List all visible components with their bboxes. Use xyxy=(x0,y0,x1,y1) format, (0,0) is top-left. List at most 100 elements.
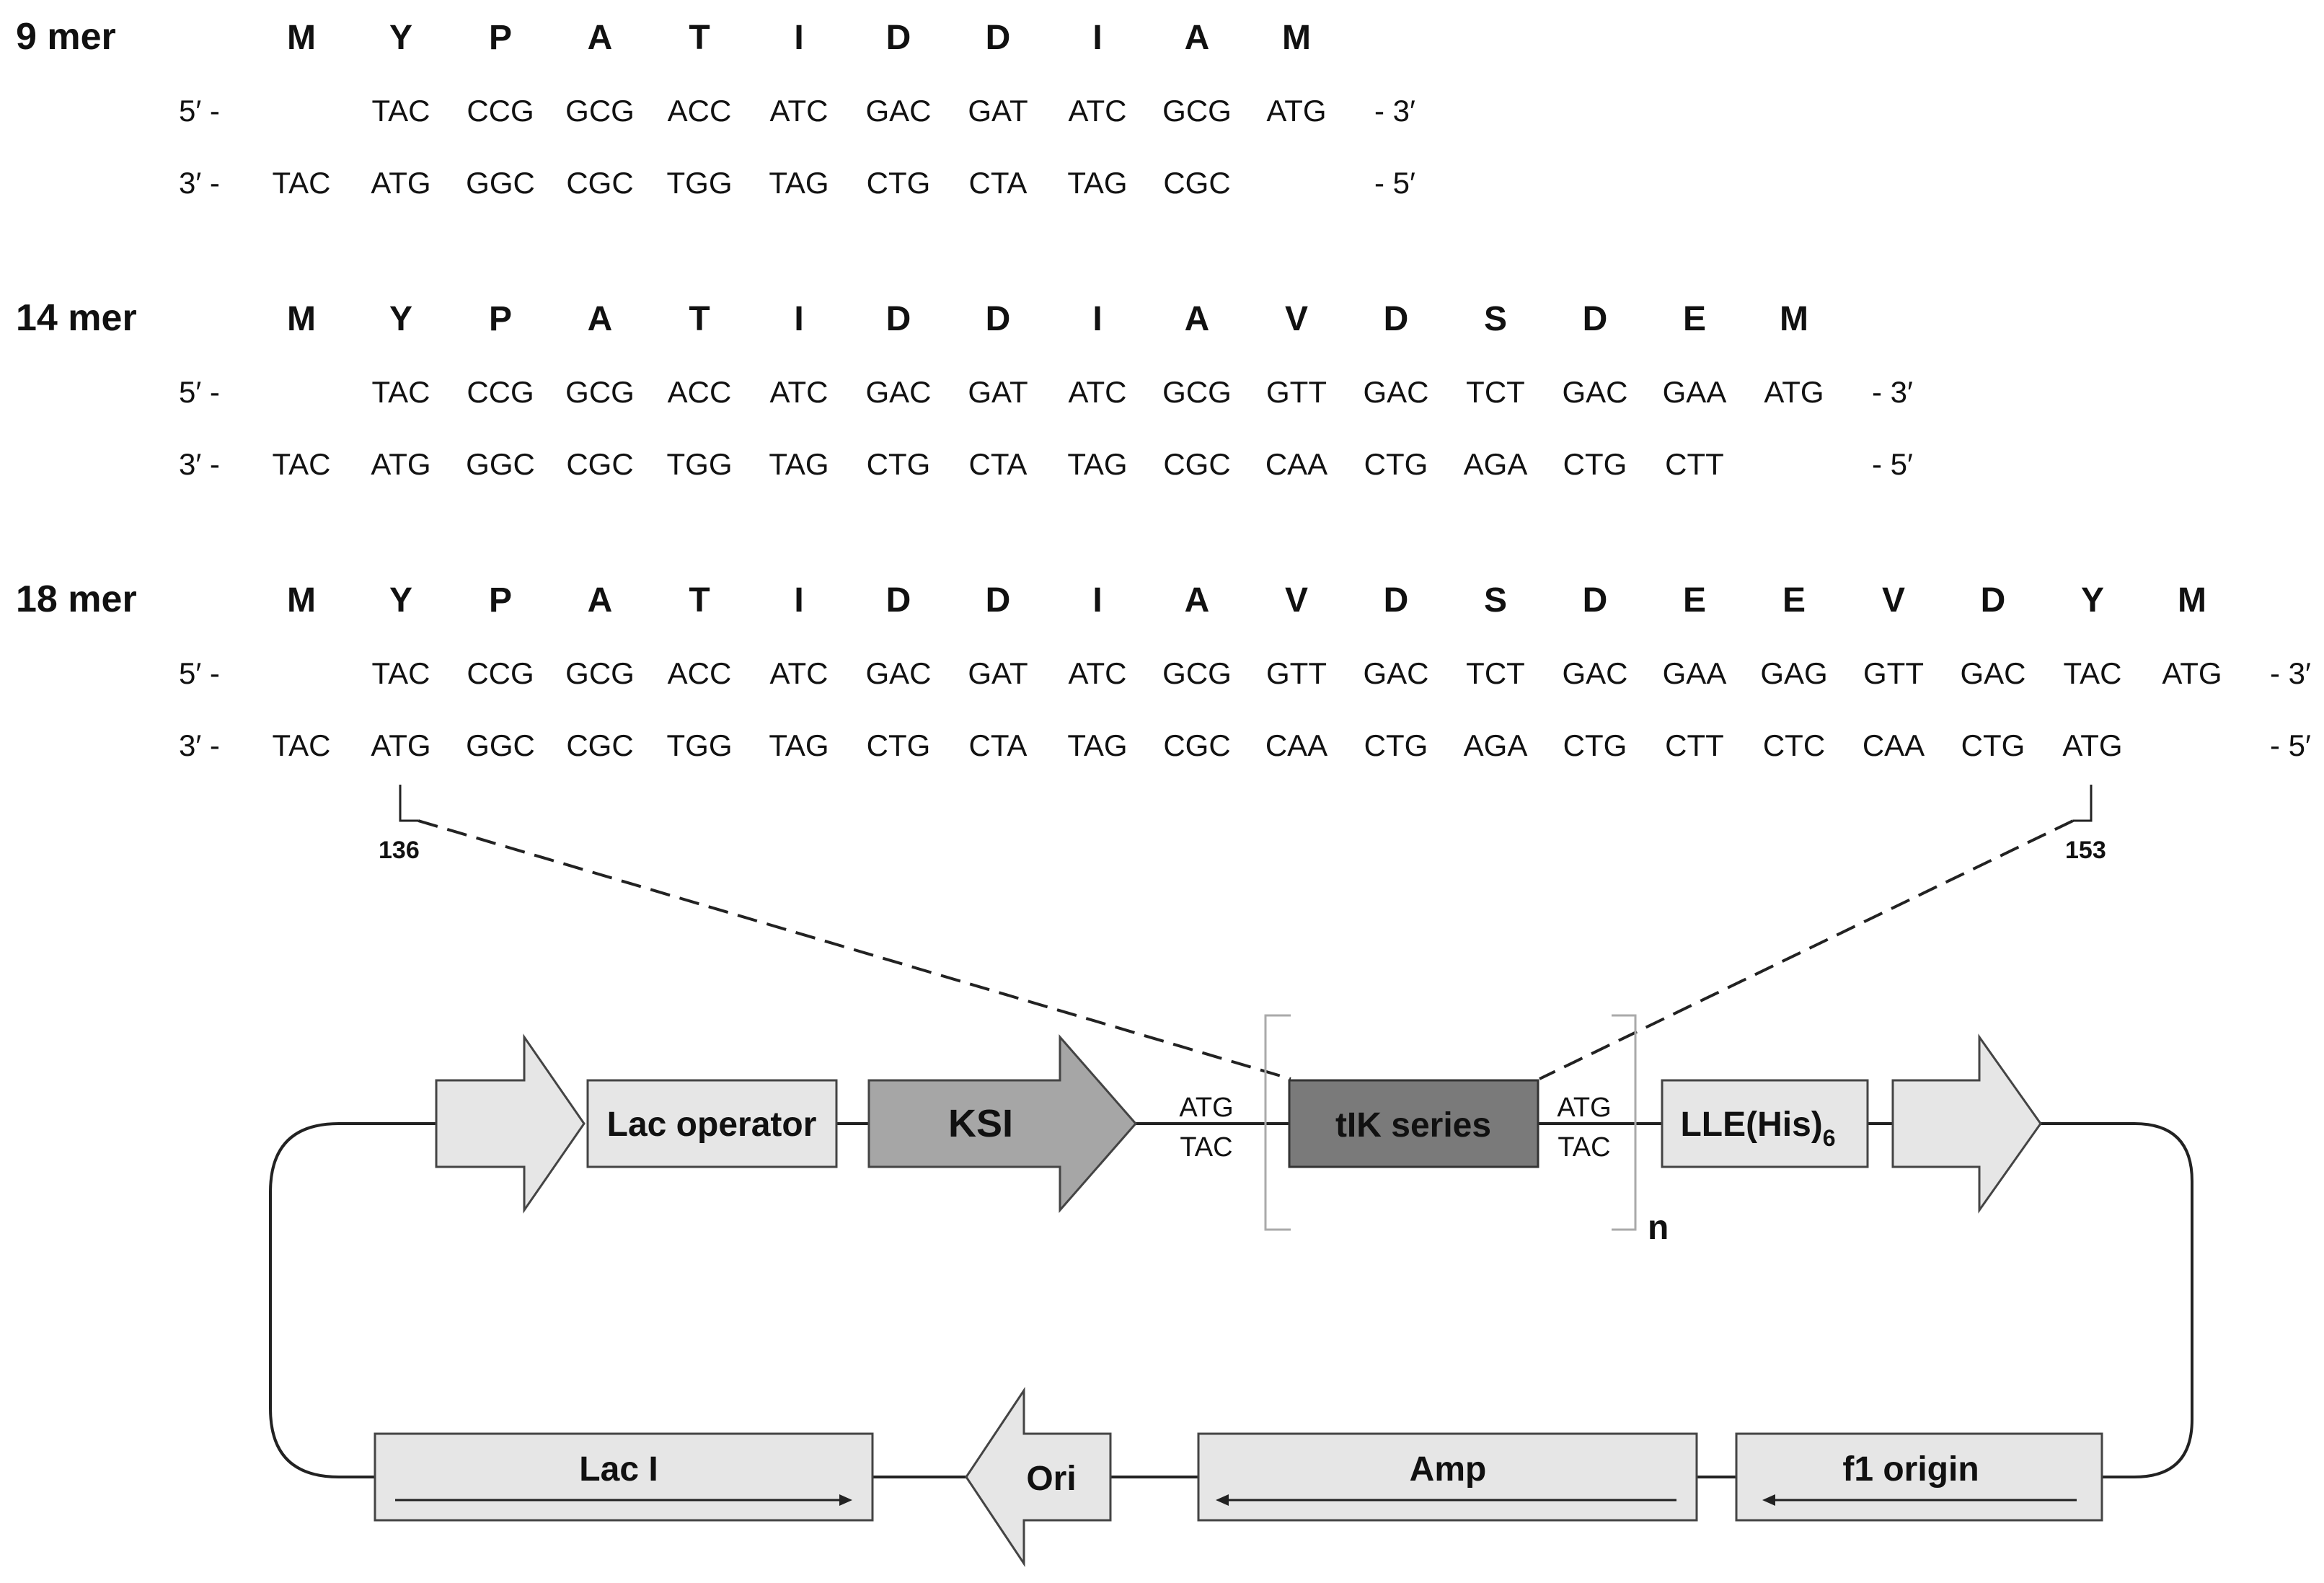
amino-acid: T xyxy=(689,19,710,57)
codon-bottom: CTG xyxy=(1364,447,1428,481)
f1-origin-box xyxy=(1735,1432,2103,1522)
junction-left-bottom: TAC xyxy=(1180,1132,1232,1163)
amino-acid: A xyxy=(1185,300,1210,338)
plasmid-backbone xyxy=(269,1122,2193,1478)
amino-acid: I xyxy=(794,581,803,619)
codon-bottom: CGC xyxy=(566,447,633,481)
codon-top: GAC xyxy=(1960,656,2025,690)
codon-top: GCG xyxy=(1162,94,1232,128)
lle-his-label: LLE(His)6 xyxy=(1680,1106,1835,1151)
codon-top: GAC xyxy=(1363,656,1428,690)
amp-box xyxy=(1197,1432,1698,1522)
codon-bottom: TAC xyxy=(273,447,331,481)
amino-acid: D xyxy=(1981,581,2006,619)
amino-acid: I xyxy=(1092,19,1102,57)
codon-top: ATG xyxy=(2162,656,2222,690)
amino-acid: A xyxy=(1185,19,1210,57)
tik-series-box xyxy=(1288,1079,1539,1168)
lac-operator-box xyxy=(586,1079,838,1168)
amp-direction-head xyxy=(1216,1494,1229,1506)
codon-top: ATC xyxy=(1069,94,1127,128)
codon-top: GAC xyxy=(1562,656,1627,690)
codon-top: GAC xyxy=(865,656,931,690)
codon-top: GAC xyxy=(1562,375,1627,409)
amino-acid: A xyxy=(588,19,613,57)
codon-bottom: CGC xyxy=(1163,166,1230,200)
amino-acid: I xyxy=(794,300,803,338)
amino-acid: M xyxy=(287,300,316,338)
codon-top: GAT xyxy=(968,656,1028,690)
amino-acid: D xyxy=(886,581,911,619)
f1-origin-direction-head xyxy=(1762,1494,1775,1506)
codon-bottom: CGC xyxy=(1163,728,1230,762)
codon-bottom: TAG xyxy=(1067,728,1127,762)
codon-top: GAT xyxy=(968,94,1028,128)
codon-bottom: CTG xyxy=(867,447,931,481)
start-dashed-line xyxy=(417,819,1291,1080)
lac-operator-label: Lac operator xyxy=(607,1106,817,1144)
insertion-markers: 136 153 xyxy=(379,785,2106,1080)
section-label: 14 mer xyxy=(16,297,137,339)
codon-top: GCG xyxy=(565,94,635,128)
codon-bottom: TAG xyxy=(1067,447,1127,481)
codon-bottom: TGG xyxy=(667,166,733,200)
amino-acid: D xyxy=(986,300,1011,338)
codon-top: TCT xyxy=(1466,656,1525,690)
repeat-bracket-left xyxy=(1264,1014,1291,1231)
ori-label: Ori xyxy=(1026,1460,1076,1498)
amino-acid: Y xyxy=(389,581,412,619)
amino-acid: I xyxy=(1092,300,1102,338)
codon-top: GTT xyxy=(1266,656,1327,690)
amino-acid: E xyxy=(1683,300,1706,338)
amino-acid: P xyxy=(489,19,512,57)
plasmid-map: Lac operator KSI ATG TAC tIK series ATG … xyxy=(269,1014,2193,1567)
codon-top: ATC xyxy=(770,375,829,409)
codon-top: ATC xyxy=(770,656,829,690)
codon-top: ATC xyxy=(1069,656,1127,690)
codon-top: TAC xyxy=(372,656,430,690)
amino-acid: T xyxy=(689,581,710,619)
amino-acid: Y xyxy=(2081,581,2104,619)
codon-bottom: CGC xyxy=(566,166,633,200)
codon-top: GAG xyxy=(1760,656,1827,690)
lac-i-box xyxy=(374,1432,874,1522)
codon-bottom: ATG xyxy=(371,728,430,762)
junction-right-top: ATG xyxy=(1557,1093,1611,1123)
amino-acid: Y xyxy=(389,300,412,338)
codon-top: GTT xyxy=(1266,375,1327,409)
amino-acid: V xyxy=(1285,581,1308,619)
strand-top-start: 5′ - xyxy=(179,375,220,409)
codon-top: TCT xyxy=(1466,375,1525,409)
strand-top-end: - 3′ xyxy=(1374,94,1415,128)
amino-acid: M xyxy=(1780,300,1808,338)
amino-acid: A xyxy=(588,581,613,619)
start-bracket xyxy=(399,785,418,822)
amino-acid: S xyxy=(1484,581,1507,619)
amino-acid: V xyxy=(1285,300,1308,338)
codon-top: GCG xyxy=(565,656,635,690)
codon-bottom: GGC xyxy=(466,166,535,200)
promoter-left-arrow xyxy=(435,1033,586,1214)
strand-bottom-start: 3′ - xyxy=(179,728,220,762)
codon-bottom: CTC xyxy=(1763,728,1825,762)
codon-bottom: TAG xyxy=(1067,166,1127,200)
strand-bottom-end: - 5′ xyxy=(1374,166,1415,200)
codon-top: ACC xyxy=(668,375,732,409)
codon-bottom: ATG xyxy=(371,166,430,200)
codon-top: TAC xyxy=(2064,656,2122,690)
codon-top: GTT xyxy=(1863,656,1924,690)
codon-top: CCG xyxy=(467,375,534,409)
codon-bottom: ATG xyxy=(2062,728,2122,762)
junction-left-top: ATG xyxy=(1179,1093,1233,1123)
codon-top: GAT xyxy=(968,375,1028,409)
codon-bottom: CTG xyxy=(867,166,931,200)
codon-bottom: CTG xyxy=(1961,728,2025,762)
amino-acid: D xyxy=(986,581,1011,619)
codon-top: TAC xyxy=(372,94,430,128)
codon-top: ATG xyxy=(1266,94,1326,128)
strand-bottom-end: - 5′ xyxy=(2270,728,2311,762)
codon-top: GAA xyxy=(1663,375,1727,409)
